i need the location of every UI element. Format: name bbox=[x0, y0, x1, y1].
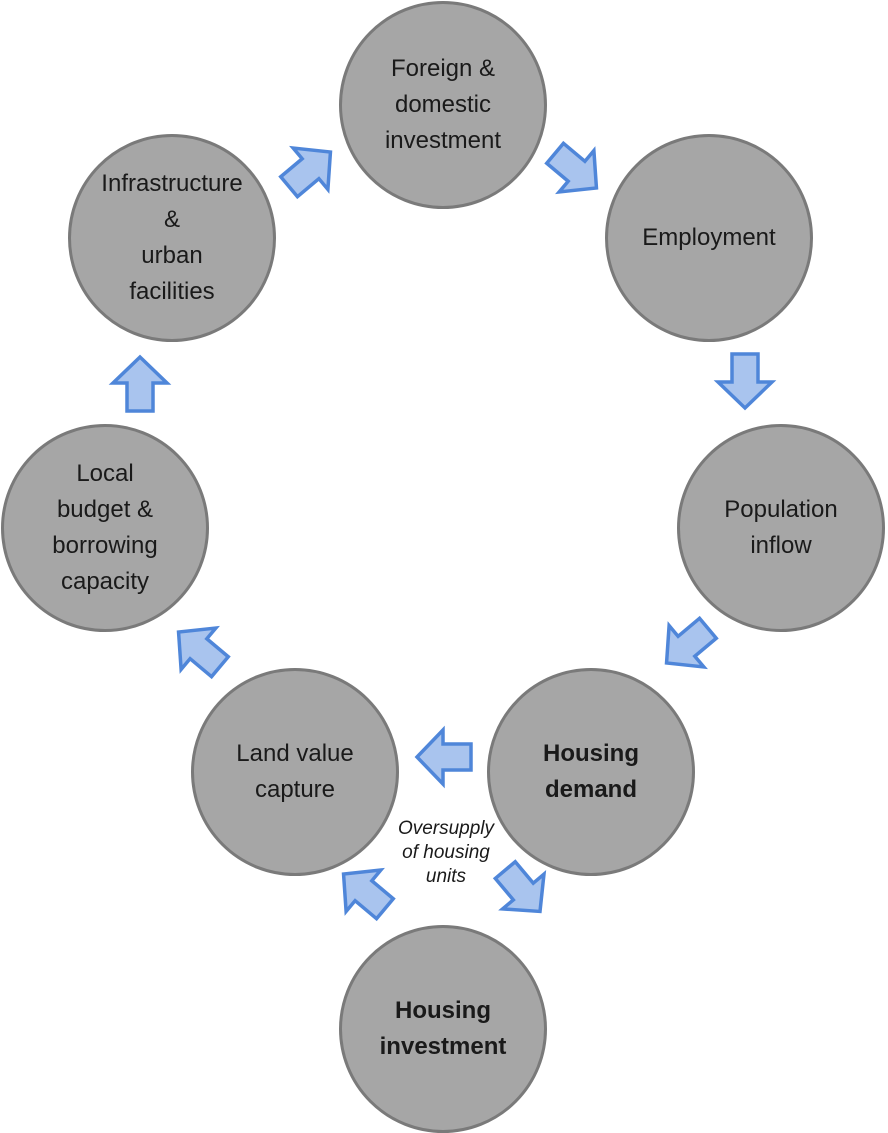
node-label-foreign-domestic-investment: Foreign & domestic investment bbox=[384, 55, 502, 154]
oversupply-annotation: Oversupply of housing units bbox=[397, 818, 495, 887]
node-label-infrastructure: Infrastructure & urban facilities bbox=[101, 170, 243, 305]
node-foreign-domestic-investment: Foreign & domestic investment bbox=[339, 1, 547, 209]
arrow-housing-demand-to-land-value-capture bbox=[414, 725, 473, 789]
node-housing-demand: Housing demand bbox=[487, 668, 695, 876]
node-label-housing-demand: Housing demand bbox=[543, 740, 639, 803]
arrow-infrastructure-to-foreign-domestic-investment bbox=[278, 145, 333, 200]
arrow-population-inflow-to-housing-demand bbox=[664, 615, 719, 670]
node-land-value-capture: Land value capture bbox=[191, 668, 399, 876]
arrow-local-budget-to-infrastructure bbox=[108, 354, 172, 413]
node-label-land-value-capture: Land value capture bbox=[236, 740, 354, 803]
arrow-housing-demand-to-housing-investment bbox=[492, 859, 547, 914]
arrow-foreign-domestic-investment-to-employment bbox=[544, 140, 599, 195]
node-local-budget: Local budget & borrowing capacity bbox=[1, 424, 209, 632]
node-population-inflow: Population inflow bbox=[677, 424, 885, 632]
arrow-land-value-capture-to-local-budget bbox=[176, 625, 231, 680]
node-label-housing-investment: Housing investment bbox=[379, 997, 507, 1060]
node-housing-investment: Housing investment bbox=[339, 925, 547, 1133]
node-infrastructure: Infrastructure & urban facilities bbox=[68, 134, 276, 342]
node-label-employment: Employment bbox=[642, 224, 776, 251]
arrow-employment-to-population-inflow bbox=[713, 352, 777, 411]
node-label-local-budget: Local budget & borrowing capacity bbox=[52, 460, 158, 595]
arrow-housing-investment-to-land-value-capture bbox=[341, 867, 396, 922]
node-label-population-inflow: Population inflow bbox=[724, 496, 838, 559]
node-employment: Employment bbox=[605, 134, 813, 342]
